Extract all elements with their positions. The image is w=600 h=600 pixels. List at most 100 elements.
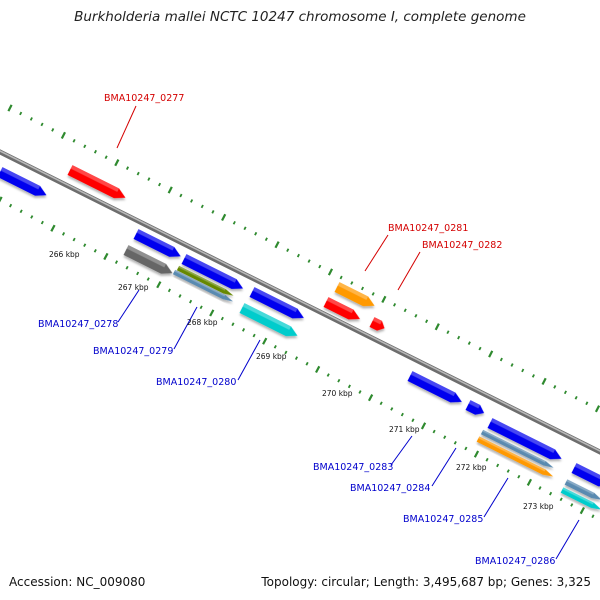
tick-minor (425, 319, 429, 324)
gene-arrow-blue-shine (490, 418, 556, 453)
tick-minor (104, 155, 108, 160)
leader-line (431, 447, 457, 487)
tick-minor (574, 395, 578, 400)
tick-major (209, 309, 215, 317)
kbp-label: 267 kbp (118, 283, 149, 292)
gene-arrow-0279-steel-shine (174, 269, 226, 297)
tick-minor (93, 149, 97, 154)
tick-minor (241, 328, 246, 332)
tick-major (526, 478, 533, 486)
tick-minor (286, 248, 290, 252)
gene-arrow-0286-cyan-shine (562, 487, 594, 505)
gene-arrow-0279-steel (172, 269, 234, 302)
tick-minor (403, 308, 407, 313)
tick-minor (339, 275, 343, 280)
tick-minor (326, 373, 330, 377)
tick-minor (347, 384, 351, 389)
tick-minor (446, 330, 450, 335)
gene-arrow-0286-steel (564, 479, 600, 500)
tick-minor (478, 346, 482, 351)
tick-minor (358, 390, 362, 394)
tick-minor (61, 232, 66, 236)
kbp-label: 266 kbp (49, 250, 80, 259)
tick-minor (467, 341, 471, 345)
tick-minor (83, 243, 87, 248)
tick-minor (30, 215, 34, 219)
tick-minor (570, 503, 574, 507)
gene-arrow-blue (571, 463, 600, 487)
tick-minor (360, 286, 365, 291)
tick-minor (496, 463, 500, 468)
tick-major (274, 241, 280, 249)
gene-arrow-0286-cyan (560, 487, 600, 510)
tick-minor (453, 440, 457, 445)
tick-minor (464, 446, 468, 451)
tick-minor (125, 166, 130, 170)
gene-arrow-0279-olive (176, 265, 234, 296)
gene-arrow-blue-shine (0, 167, 41, 190)
tick-minor (51, 128, 55, 132)
tick-minor (414, 313, 418, 318)
tick-major (327, 268, 334, 276)
tick-minor (211, 210, 215, 214)
tick-minor (517, 474, 521, 479)
chromosome-backbone (0, 149, 600, 455)
gene-arrow-0286-steel-shine (566, 479, 595, 495)
tick-minor (559, 497, 563, 502)
gene-arrow-0282a-shine (326, 297, 354, 314)
gene-arrow-0277-shine (70, 165, 119, 192)
kbp-label: 268 kbp (187, 318, 218, 327)
tick-minor (432, 429, 436, 434)
tick-minor (114, 260, 119, 264)
tick-minor (296, 253, 300, 258)
tick-minor (158, 182, 162, 187)
tick-minor (307, 259, 311, 263)
gene-features (0, 165, 600, 510)
tick-major (473, 450, 480, 458)
tick-minor (136, 171, 140, 176)
gene-label: BMA10247_0282 (422, 240, 502, 251)
tick-major (221, 213, 227, 221)
tick-minor (29, 117, 33, 121)
summary-text: Topology: circular; Length: 3,495,687 bp… (261, 575, 591, 589)
label-leader-lines (116, 105, 580, 560)
gene-label: BMA10247_0284 (350, 483, 430, 494)
gene-arrow-0280 (239, 303, 298, 337)
gene-arrow-blue-shine (184, 254, 237, 283)
tick-minor (254, 231, 258, 236)
tick-minor (264, 237, 268, 242)
tick-minor (232, 220, 236, 225)
tick-minor (40, 220, 44, 225)
tick-minor (443, 435, 447, 440)
tick-minor (393, 303, 397, 307)
leader-line (237, 339, 261, 381)
gene-arrow-0282b-shine (372, 317, 382, 325)
leader-line (117, 289, 140, 323)
tick-minor (538, 486, 542, 490)
tick-minor (178, 294, 182, 298)
tick-minor (179, 193, 183, 198)
tick-minor (350, 281, 354, 285)
gene-arrow-blue (487, 418, 562, 460)
tick-minor (136, 271, 140, 276)
gene-label: BMA10247_0281 (388, 223, 468, 234)
gene-arrow-blue (249, 287, 304, 319)
tick-minor (305, 361, 309, 366)
tick-minor (510, 363, 514, 367)
gene-arrow-blue (181, 254, 244, 289)
tick-minor (9, 203, 13, 208)
leader-line (364, 234, 389, 272)
tick-minor (499, 357, 503, 362)
tick-minor (190, 199, 194, 203)
tick-minor (72, 237, 76, 242)
kbp-label: 271 kbp (389, 425, 420, 434)
tick-minor (318, 264, 322, 269)
gene-label: BMA10247_0283 (313, 462, 393, 473)
tick-major (541, 377, 547, 386)
tick-major (114, 159, 120, 167)
tick-minor (125, 265, 129, 270)
leader-line (483, 477, 509, 518)
tick-minor (243, 226, 247, 231)
gene-label: BMA10247_0279 (93, 346, 173, 357)
